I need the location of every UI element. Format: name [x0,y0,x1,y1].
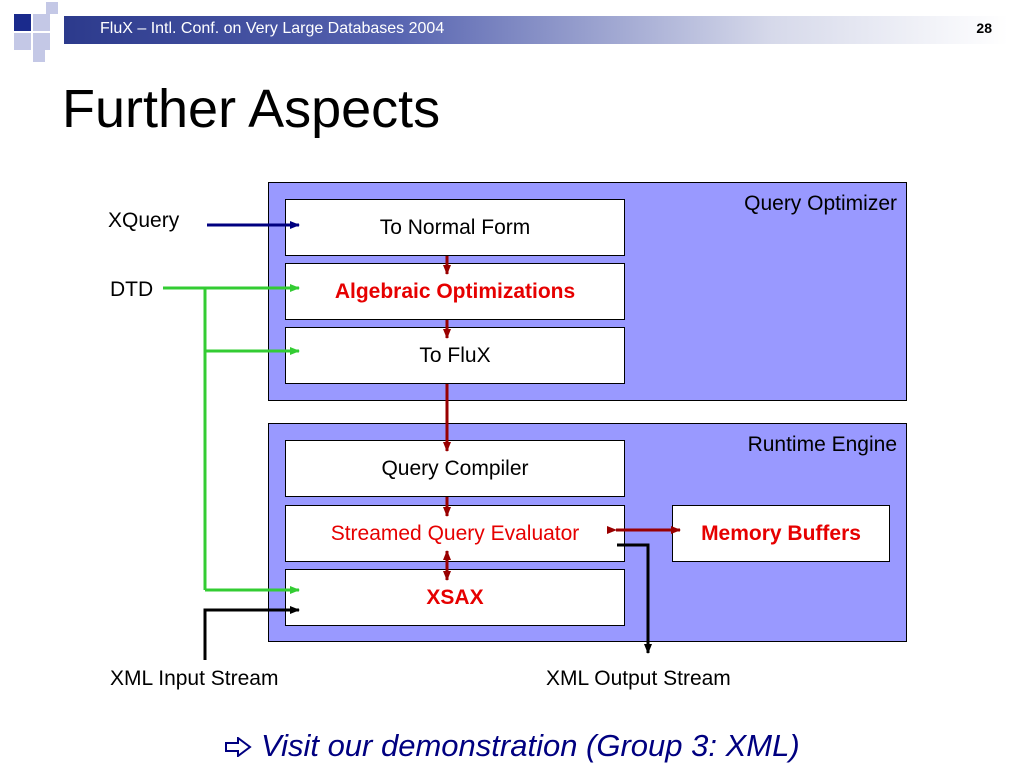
xml-output-stream-label: XML Output Stream [546,667,731,690]
to-normal-form-label: To Normal Form [379,215,531,239]
algebraic-optimizations-label: Algebraic Optimizations [334,279,576,303]
header-title: FluX – Intl. Conf. on Very Large Databas… [100,20,445,37]
slide-number: 28 [976,20,992,36]
query-optimizer-label: Query Optimizer [744,192,897,215]
xml-output-arrow [617,543,652,654]
xsax-box: XSAX [285,569,625,626]
xml-input-stream-label: XML Input Stream [110,667,279,690]
page-title: Further Aspects [62,79,441,139]
hollow-right-arrow-icon [225,736,252,758]
dtd-label: DTD [110,278,154,301]
header-bar [64,16,1008,44]
algebraic-optimizations-box: Algebraic Optimizations [285,263,625,320]
memory-buffers-box: Memory Buffers [672,505,890,562]
streamed-query-evaluator-label: Streamed Query Evaluator [330,521,580,545]
footer-text: Visit our demonstration (Group 3: XML) [260,728,800,763]
streamed-query-evaluator-box: Streamed Query Evaluator [285,505,625,562]
xml-input-arrow [203,606,300,660]
xquery-label: XQuery [108,209,180,232]
memory-buffers-label: Memory Buffers [701,521,861,545]
runtime-engine-label: Runtime Engine [747,433,897,456]
query-compiler-label: Query Compiler [381,456,529,480]
footer-note: Visit our demonstration (Group 3: XML) [0,728,1024,764]
to-normal-form-box: To Normal Form [285,199,625,256]
to-flux-label: To FluX [419,343,491,367]
dtd-connector [163,286,207,590]
xsax-label: XSAX [426,585,484,609]
to-flux-box: To FluX [285,327,625,384]
query-compiler-box: Query Compiler [285,440,625,497]
